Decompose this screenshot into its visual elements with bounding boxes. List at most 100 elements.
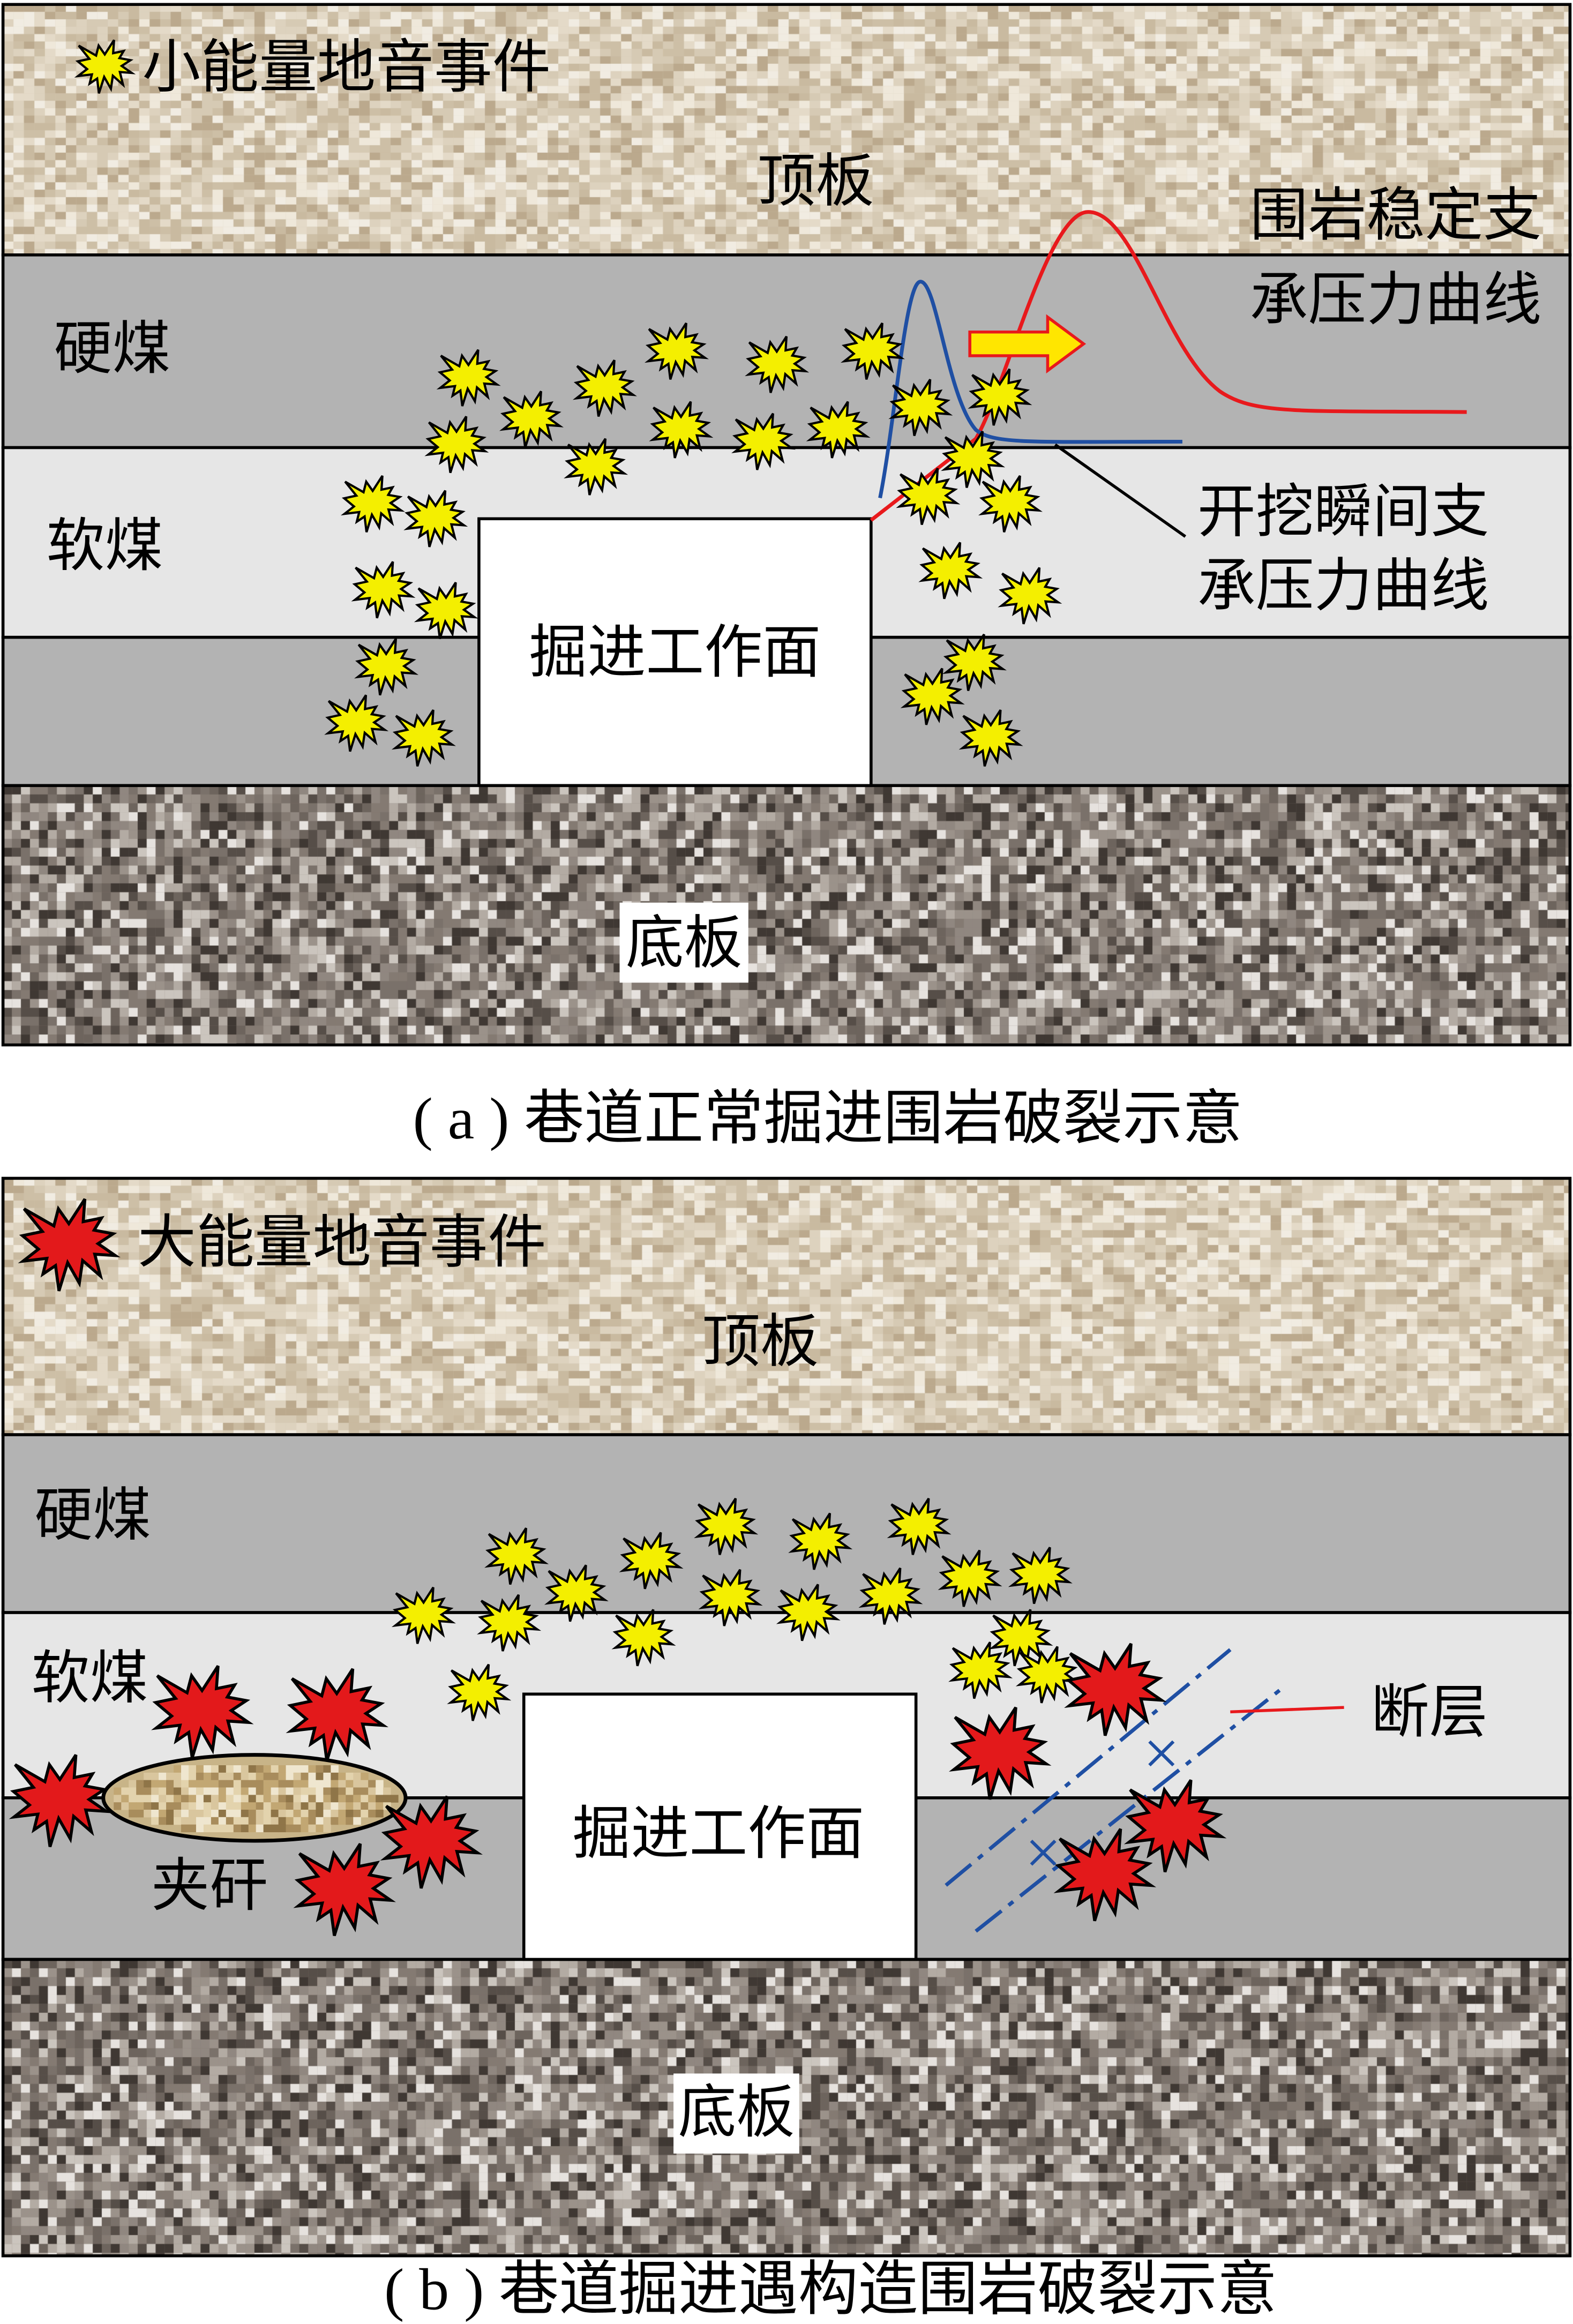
lens-texture-cell: [256, 1817, 264, 1825]
small-energy-event-star-icon: [447, 1663, 512, 1721]
lens-texture-cell: [256, 1765, 264, 1773]
lens-texture-cell: [226, 1780, 234, 1788]
lens-texture-cell: [211, 1765, 219, 1773]
lens-texture-cell: [218, 1780, 227, 1788]
lens-texture-cell: [278, 1772, 287, 1781]
stable-curve-label-line2: 承压力曲线: [1250, 266, 1542, 333]
lens-texture-cell: [376, 1809, 384, 1818]
lens-texture-cell: [346, 1780, 354, 1788]
lens-texture-cell: [346, 1802, 354, 1810]
lens-texture-cell: [203, 1795, 212, 1803]
lens-texture-cell: [383, 1795, 391, 1803]
lens-texture-cell: [301, 1765, 309, 1773]
lens-texture-cell: [211, 1772, 219, 1781]
lens-texture-cell: [226, 1817, 234, 1825]
lens-texture-cell: [233, 1765, 242, 1773]
small-energy-event-star-icon: [354, 638, 419, 696]
fault: [945, 1648, 1344, 1933]
lens-texture-cell: [121, 1802, 129, 1810]
lens-texture-cell: [271, 1824, 279, 1833]
small-energy-event-star-icon: [619, 1532, 684, 1590]
lens-texture-cell: [188, 1817, 197, 1825]
lens-texture-cell: [218, 1809, 227, 1818]
lens-texture-cell: [121, 1787, 129, 1795]
lens-texture-cell: [368, 1802, 376, 1810]
hard-coal-label: 硬煤: [54, 314, 171, 382]
lens-texture-cell: [353, 1795, 361, 1803]
lens-texture-cell: [114, 1787, 122, 1795]
lens-texture-cell: [271, 1809, 279, 1818]
lens-texture-cell: [301, 1824, 309, 1833]
hard-coal-label: 硬煤: [34, 1481, 151, 1548]
lens-texture-cell: [226, 1809, 234, 1818]
lens-texture-cell: [241, 1824, 249, 1833]
panel-b: 大能量地音事件 顶板 硬煤 软煤 掘进工作面 底板 夹矸 断层: [1, 1176, 1572, 2258]
lens-texture-cell: [211, 1802, 219, 1810]
lens-texture-cell: [226, 1795, 234, 1803]
lens-texture-cell: [136, 1809, 144, 1818]
lens-texture-cell: [188, 1795, 197, 1803]
lens-texture-cell: [166, 1787, 174, 1795]
lens-texture-cell: [316, 1795, 324, 1803]
legend-a: 小能量地音事件: [74, 33, 551, 101]
lens-texture-cell: [196, 1817, 204, 1825]
lens-texture-cell: [331, 1802, 339, 1810]
small-energy-event-star-icon: [499, 391, 564, 448]
small-energy-event-star-icon: [340, 475, 405, 533]
lens-texture-cell: [361, 1802, 369, 1810]
roof-label: 顶板: [702, 1308, 819, 1375]
lens-texture-cell: [263, 1772, 272, 1781]
lens-texture-cell: [301, 1780, 309, 1788]
small-energy-events-a: [324, 322, 1062, 767]
small-energy-event-star-icon: [544, 1564, 609, 1622]
lens-texture-cell: [278, 1765, 287, 1773]
lens-texture-cell: [114, 1802, 122, 1810]
lens-texture-cell: [331, 1787, 339, 1795]
small-energy-event-star-icon: [998, 567, 1062, 625]
lens-texture-cell: [293, 1765, 302, 1773]
interlayer-label: 夹矸: [151, 1851, 268, 1919]
lens-texture-cell: [188, 1809, 197, 1818]
lens-texture-cell: [353, 1817, 361, 1825]
lens-texture-cell: [129, 1787, 137, 1795]
lens-texture-cell: [323, 1780, 331, 1788]
lens-texture-cell: [383, 1787, 391, 1795]
stable-abutment-pressure-curve: [870, 210, 1467, 522]
lens-texture-cell: [248, 1817, 257, 1825]
large-energy-event-star-icon: [1053, 1828, 1157, 1922]
lens-texture-cell: [196, 1780, 204, 1788]
excavation-abutment-pressure-curve: [878, 280, 1182, 499]
lens-texture-cell: [248, 1772, 257, 1781]
small-energy-event-star-icon: [424, 416, 489, 474]
lens-texture-cell: [151, 1772, 159, 1781]
lens-texture-cell: [286, 1824, 294, 1833]
small-energy-event-star-icon: [776, 1584, 841, 1641]
lens-texture-cell: [256, 1772, 264, 1781]
lens-texture-cell: [248, 1809, 257, 1818]
work-face: [522, 1692, 918, 1961]
lens-texture-cell: [286, 1809, 294, 1818]
lens-texture-cell: [159, 1809, 167, 1818]
lens-texture-cell: [278, 1780, 287, 1788]
small-energy-event-star-icon: [958, 709, 1023, 767]
small-energy-event-star-icon: [840, 322, 905, 380]
legend-large-event-icon: [18, 1198, 121, 1292]
lens-texture-cell: [331, 1765, 339, 1773]
lens-texture-cell: [308, 1795, 316, 1803]
lens-texture-cell: [308, 1824, 316, 1833]
lens-texture-cell: [248, 1795, 257, 1803]
lens-texture-cell: [286, 1795, 294, 1803]
lens-texture-cell: [361, 1795, 369, 1803]
lens-texture-cell: [188, 1787, 197, 1795]
lens-texture-cell: [196, 1795, 204, 1803]
lens-texture-cell: [241, 1817, 249, 1825]
lens-texture-cell: [241, 1802, 249, 1810]
small-energy-event-star-icon: [324, 694, 389, 752]
large-energy-event-star-icon: [949, 1706, 1052, 1800]
lens-texture-cell: [263, 1817, 272, 1825]
small-energy-event-star-icon: [694, 1497, 759, 1555]
lens-texture-cell: [174, 1780, 182, 1788]
lens-texture-cell: [271, 1780, 279, 1788]
lens-texture-cell: [144, 1772, 152, 1781]
lens-texture-cell: [308, 1787, 316, 1795]
